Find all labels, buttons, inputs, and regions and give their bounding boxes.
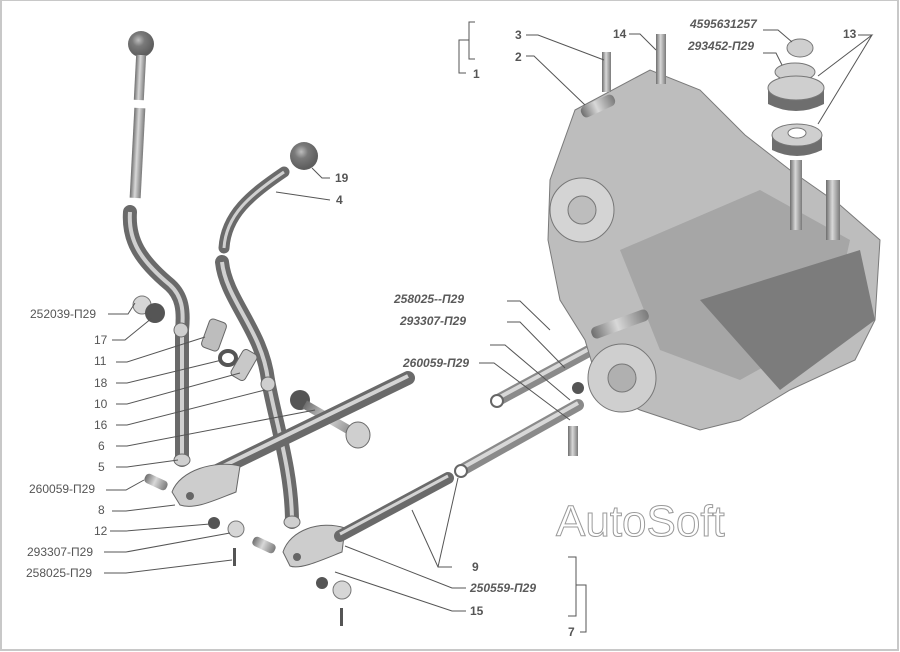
- shift-rail-2: [826, 180, 840, 240]
- lock-15: [316, 577, 328, 589]
- main-shift-lever: [122, 31, 191, 467]
- callout-10: 10: [94, 397, 108, 411]
- pin-260059-right: [568, 426, 578, 456]
- callout-19: 19: [335, 171, 349, 185]
- cross-shaft: [208, 371, 415, 479]
- callout-252039-p29: 252039-П29: [30, 307, 97, 321]
- callout-260059-p29-right: 260059-П29: [403, 356, 470, 370]
- callout-1: 1: [473, 67, 480, 81]
- shift-rail-1: [790, 160, 802, 230]
- transfer-lever: [215, 142, 318, 529]
- callout-4595631257: 4595631257: [690, 17, 757, 31]
- washer-293307-left: [227, 520, 245, 538]
- watermark: AutoSoft: [556, 497, 726, 546]
- callout-7: 7: [568, 625, 575, 639]
- callout-6: 6: [98, 439, 105, 453]
- lever-middle-segment: [129, 107, 146, 199]
- group-brackets: [458, 21, 587, 633]
- cotter-right: [340, 608, 343, 626]
- callout-250559-p29: 250559-П29: [470, 581, 537, 595]
- plate-10: [230, 348, 258, 382]
- callout-8: 8: [98, 503, 105, 517]
- boots-13: [767, 38, 825, 156]
- lever-upper-segment: [133, 54, 147, 101]
- bracket-11: [201, 318, 227, 352]
- bolt-head-6: [345, 421, 371, 449]
- callout-4: 4: [336, 193, 343, 207]
- lever-knob-main: [128, 31, 154, 57]
- bracket-1-outer: [458, 39, 469, 74]
- pin-right: [252, 536, 276, 554]
- lever-end-eye-2: [283, 515, 301, 529]
- stud-3: [602, 52, 611, 92]
- washer-right: [332, 580, 352, 600]
- transfer-case: [547, 34, 881, 431]
- callout-17: 17: [94, 333, 108, 347]
- callout-14: 14: [613, 27, 627, 41]
- bracket-7-inner: [568, 556, 577, 617]
- callout-258025-p29-right: 258025--П29: [394, 292, 465, 306]
- lever-knob-19: [290, 142, 318, 170]
- callout-9: 9: [472, 560, 479, 574]
- cotter-258025-left: [233, 548, 236, 566]
- callout-13: 13: [843, 27, 857, 41]
- fork-8: [144, 463, 245, 566]
- stud-14: [656, 34, 666, 84]
- callout-2: 2: [515, 50, 522, 64]
- fork-assembly-right: [252, 472, 454, 626]
- cap-4595631257: [786, 38, 814, 58]
- callout-15: 15: [470, 604, 484, 618]
- lock-12: [208, 517, 220, 529]
- lever-upper-bend: [218, 166, 290, 254]
- lock-right-top: [572, 382, 584, 394]
- callout-258025-p29-left: 258025-П29: [26, 566, 93, 580]
- lever-collar: [173, 322, 189, 338]
- callout-293307-p29-left: 293307-П29: [27, 545, 94, 559]
- callout-3: 3: [515, 28, 522, 42]
- washer-18: [218, 349, 238, 367]
- callout-5: 5: [98, 460, 105, 474]
- callout-11: 11: [94, 354, 107, 368]
- stud-2: [580, 94, 616, 118]
- bracket-1-inner: [468, 21, 475, 60]
- rod-9: [454, 339, 606, 478]
- bracket-7-outer: [576, 584, 587, 633]
- pin-260059-left: [144, 473, 168, 491]
- leader-lines: [104, 29, 874, 612]
- nut-17: [145, 303, 165, 323]
- lever-end-eye: [173, 453, 191, 467]
- callout-18: 18: [94, 376, 108, 390]
- callout-16: 16: [94, 418, 108, 432]
- callout-12: 12: [94, 524, 108, 538]
- callout-260059-p29-left: 260059-П29: [29, 482, 96, 496]
- callout-293307-p29-right: 293307-П29: [400, 314, 467, 328]
- lever-collar-2: [260, 376, 276, 392]
- callout-293452-p29: 293452-П29: [688, 39, 755, 53]
- shaft-out: [591, 309, 649, 339]
